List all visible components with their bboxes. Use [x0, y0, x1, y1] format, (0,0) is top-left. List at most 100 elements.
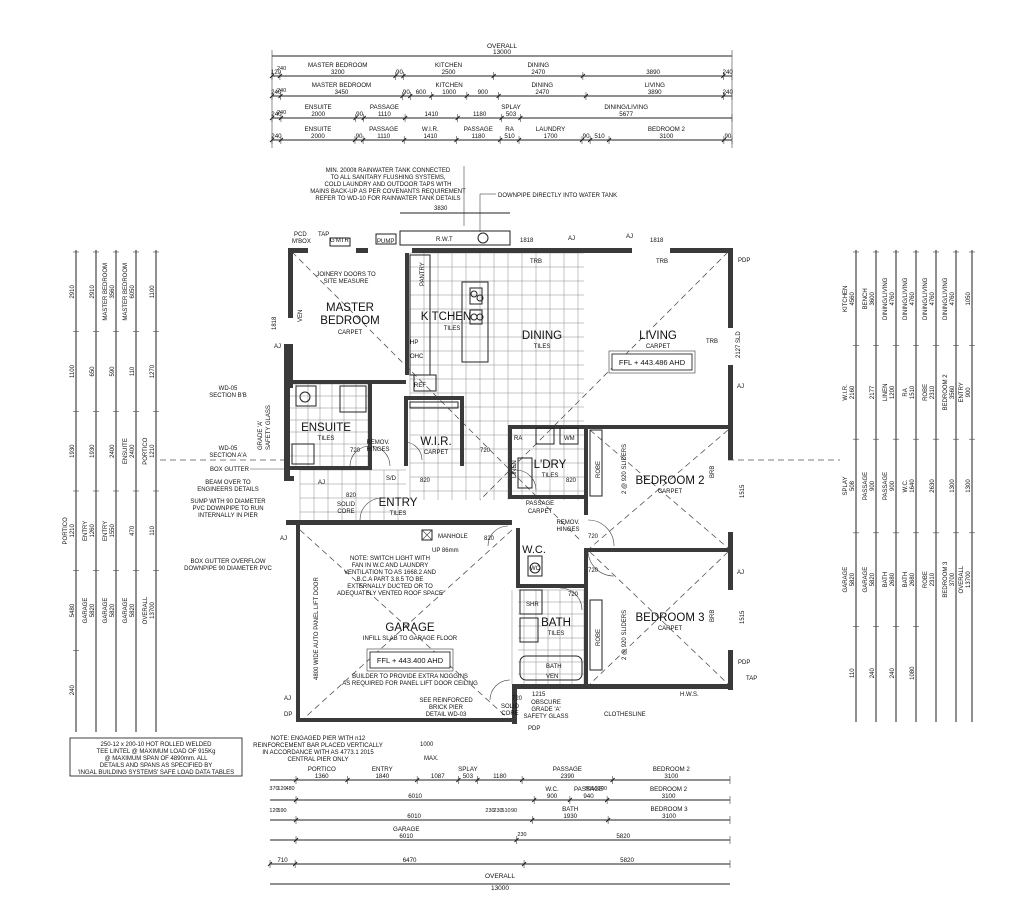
- note-line: BUILDER TO PROVIDE EXTRA NOGGINS: [352, 674, 468, 680]
- dim-value: 240: [70, 685, 76, 696]
- dim-value: 4760: [890, 291, 896, 305]
- dim-label: ROBE: [923, 384, 929, 401]
- room-finish: CARPET: [338, 330, 363, 336]
- tag-ohc: OHC: [410, 354, 424, 360]
- bottom-overall-value: 13000: [491, 885, 509, 892]
- dim-value: 510: [594, 133, 605, 140]
- dim-value: 240: [890, 668, 896, 679]
- dim-label: BEDROOM 2: [943, 374, 949, 411]
- tag-dim-1515-b: 1515: [740, 610, 746, 624]
- dim-label: GARAGE: [83, 598, 89, 624]
- dim-label: GARAGE: [393, 826, 419, 833]
- tag-1215: 1215: [532, 692, 546, 698]
- room-name: LIVING: [639, 330, 677, 342]
- dim-label: MASTER BEDROOM: [312, 82, 371, 89]
- dim-value: 6050: [130, 285, 136, 299]
- tag-pantry: PANTRY: [420, 262, 426, 286]
- note-line: ADEQUATELY VENTED ROOF SPACE: [337, 591, 443, 597]
- note-line: SAFETY GLASS: [524, 714, 569, 720]
- dim-value: 2910: [70, 285, 76, 299]
- tag-pdp-2: PDP: [738, 660, 750, 666]
- note-line: CORE: [337, 509, 354, 515]
- wc-toilet-icon: [527, 555, 543, 577]
- dim-small: 510: [501, 808, 510, 814]
- note-grade-glass: GRADE 'A': [258, 421, 264, 450]
- dim-label: BEDROOM 3: [650, 806, 688, 813]
- laundry-tub-icon: [535, 427, 555, 445]
- dim-value: 240: [271, 111, 282, 118]
- note-line: DETAIL WD-03: [426, 712, 467, 718]
- room-master-bedroom: MASTER BEDROOM CARPET: [320, 302, 379, 336]
- note-line: SUMP WITH 90 DIAMETER: [190, 499, 266, 505]
- room-bedroom-2: BEDROOM 2 CARPET: [635, 475, 704, 495]
- room-bedroom-3: BEDROOM 3 CARPET: [635, 612, 704, 632]
- tag-ref: REF: [414, 383, 426, 389]
- dim-value: 5820: [130, 603, 136, 617]
- shower-icon: [339, 385, 367, 413]
- dim-label: PASSAGE: [464, 126, 493, 133]
- room-wc: W.C.: [522, 544, 546, 556]
- linen-cupboard: [517, 457, 533, 489]
- room-kitchen: KITCHEN TILES: [421, 311, 471, 332]
- dim-label: PASSAGE: [863, 472, 869, 500]
- dim-value: 3100: [664, 773, 678, 780]
- dim-value: 5820: [90, 603, 96, 617]
- dim-label: PORTICO: [63, 517, 69, 545]
- dim-label: RA: [903, 388, 909, 396]
- note-safety-glass: SAFETY GLASS: [266, 405, 272, 450]
- dim-value: 600: [416, 89, 427, 96]
- dim-label: W.C.: [545, 786, 559, 793]
- tag-robe-1: ROBE: [596, 461, 602, 478]
- dim-value: 650: [90, 366, 96, 377]
- tag-pump: PUMP: [377, 239, 394, 245]
- tag-clothesline: CLOTHESLINE: [604, 712, 646, 718]
- dim-value: 110: [150, 525, 156, 535]
- dim-value: 1640: [910, 479, 916, 493]
- door-swings: [349, 441, 615, 701]
- dim-label: BEDROOM 2: [650, 786, 688, 793]
- dim-label: DINING/LIVING: [943, 277, 949, 320]
- dim-value: 900: [966, 387, 972, 398]
- tag-720-a: 720: [350, 448, 361, 454]
- dim-small: 120: [277, 786, 286, 792]
- tag-720-d: 720: [588, 568, 599, 574]
- dim-value: 503: [506, 111, 517, 118]
- note-line: CENTRAL PIER ONLY: [287, 757, 348, 763]
- dim-value: 90: [583, 133, 590, 140]
- note-downpipe: DOWNPIPE DIRECTLY INTO WATER TANK: [498, 193, 617, 199]
- dim-label: PASSAGE: [370, 104, 399, 111]
- bottom-overall-label: OVERALL: [485, 873, 515, 880]
- dim-label: PASSAGE: [574, 786, 603, 793]
- dim-value: 5820: [110, 603, 116, 617]
- fridge-icon: [413, 374, 437, 392]
- note-line: NOTE: SWITCH LIGHT WITH: [350, 556, 430, 562]
- dim-small: 510: [591, 786, 600, 792]
- tag-up: UP 86mm: [432, 548, 459, 554]
- dim-value: 1080: [910, 666, 916, 680]
- dim-label: ENSUITE: [305, 104, 332, 111]
- tag-dp: DP: [284, 712, 292, 718]
- tag-linen: LINEN: [512, 460, 518, 478]
- meter-box: [329, 237, 351, 247]
- dim-value: 3100: [662, 813, 676, 820]
- tag-pcd: PCD: [294, 232, 307, 238]
- tag-brb-2: BRB: [710, 610, 716, 622]
- dim-value: 3100: [660, 133, 674, 140]
- dim-value: 1000: [442, 89, 456, 96]
- dim-label: GARAGE: [123, 598, 129, 624]
- tag-aj-left3: AJ: [280, 536, 287, 542]
- note-line: WD-05: [219, 386, 238, 392]
- dim-value: 90: [724, 133, 731, 140]
- tag-bath-ven: VEN: [546, 674, 558, 680]
- dim-value: 2310: [930, 385, 936, 399]
- note-sliders-bed2: 2 @ 920 SLIDERS: [622, 444, 628, 494]
- tag-ra: RA: [514, 436, 522, 442]
- room-labels: MASTER BEDROOM CARPET KITCHEN TILES DINI…: [301, 302, 704, 642]
- note-line: ENGINEERS DETAILS: [197, 487, 259, 493]
- dim-value: 5677: [619, 111, 633, 118]
